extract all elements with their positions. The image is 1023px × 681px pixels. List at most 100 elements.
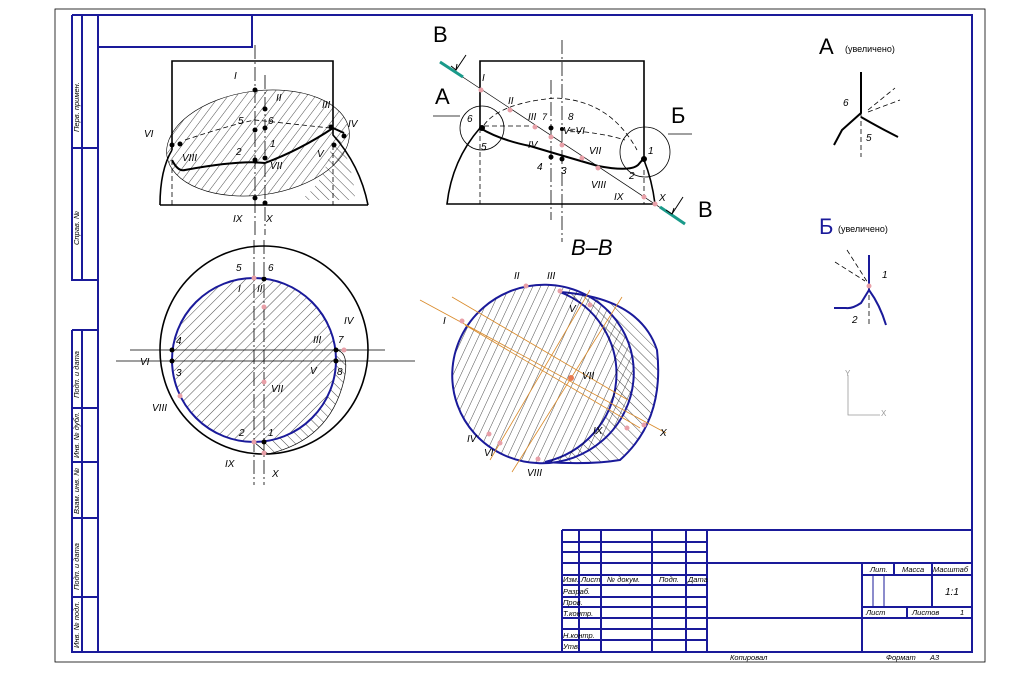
strip-label: Подп. и дата	[72, 543, 81, 590]
point-label: X	[659, 428, 667, 439]
format-label: Формат	[886, 653, 916, 662]
top-view: 5 6 I II IV III 7 VI 3 V 8 VII VIII 2 1 …	[116, 240, 415, 485]
strip-label: Инв. № дубл.	[72, 412, 81, 458]
role-checker: Пров.	[563, 598, 583, 607]
front-view: I II III IV VI VIII 5 6 2 1 V VII IX X	[144, 45, 369, 235]
role-norm-control: Н.контр.	[563, 631, 595, 640]
strip-label: Инв. № подл.	[72, 601, 81, 648]
point-label: 2	[238, 428, 245, 439]
copied-label: Копировал	[730, 653, 768, 662]
point-label: VIII	[182, 153, 197, 164]
point-label: II	[514, 271, 520, 282]
role-tech-control: Т.контр.	[563, 609, 593, 618]
mass-label: Масса	[902, 565, 924, 574]
cut-letter-end: В	[698, 197, 713, 222]
point-label: V	[310, 366, 318, 377]
point-label: VIII	[591, 180, 606, 191]
axis-lines	[254, 45, 266, 235]
point-label: 6	[268, 263, 274, 274]
strip-label: Перв. примен.	[72, 82, 81, 132]
point-label: 5	[236, 263, 242, 274]
true-shape-ellipse	[451, 283, 635, 465]
point-label: VI	[484, 448, 494, 459]
section-outline	[446, 60, 656, 205]
sheets-value: 1	[960, 608, 964, 617]
point-label: IX	[225, 459, 235, 470]
point-label: 7	[338, 335, 344, 346]
point-label: I	[482, 73, 485, 84]
header-list: Лист	[580, 575, 600, 584]
point-label: IX	[593, 426, 603, 437]
detail-b-letter: Б	[819, 214, 833, 239]
role-approved: Утв.	[562, 642, 580, 651]
point-label: X	[658, 193, 666, 204]
true-shape-view: II III I V VII IV VI VIII IX X	[419, 271, 667, 479]
point-label: III	[547, 271, 556, 282]
point-label: VIII	[152, 403, 167, 414]
section-title: В–В	[571, 235, 613, 260]
point-label: IX	[614, 192, 624, 203]
intersection-curve	[171, 126, 345, 172]
point-label: VI	[140, 357, 150, 368]
title-block: Изм. Лист № докум. Подп. Дата Разраб. Пр…	[561, 529, 972, 662]
point-label: 1	[270, 139, 276, 150]
point-label: 1	[268, 428, 274, 439]
section-intersection-curve	[479, 127, 645, 170]
point-label: VII	[589, 146, 601, 157]
point-label: VII	[270, 161, 282, 172]
point-label: VII	[271, 384, 283, 395]
point-label: V	[317, 149, 325, 160]
detail-a: А (увеличено) 6 5	[819, 34, 901, 157]
header-izm: Изм.	[563, 575, 579, 584]
point-label: I	[238, 284, 241, 295]
point-label: X	[271, 469, 279, 480]
point-label: V=VI	[563, 126, 585, 137]
detail-b: Б (увеличено) 1 2	[819, 214, 888, 326]
point-label: I	[443, 316, 446, 327]
strip-label: Справ. №	[72, 211, 81, 245]
point-label: III	[313, 335, 322, 346]
construction-lines	[419, 289, 667, 473]
point-label: IV	[467, 434, 478, 445]
point-label: IX	[233, 214, 243, 225]
cutting-plane-marks	[439, 60, 686, 226]
detail-a-letter: А	[819, 34, 834, 59]
header-date: Дата	[687, 575, 708, 584]
role-developer: Разраб.	[563, 587, 590, 596]
point-label: IV	[344, 316, 355, 327]
scale-label: Масштаб	[933, 565, 969, 574]
axis-x-label: X	[881, 409, 887, 418]
detail-b-circle	[619, 126, 671, 178]
detail-b-note: (увеличено)	[838, 224, 888, 234]
point-label: III	[322, 100, 331, 111]
point-label: 8	[568, 112, 574, 123]
point-label: 5	[866, 133, 872, 144]
sheet-trim-border	[54, 8, 986, 663]
point-label: 4	[537, 162, 543, 173]
detail-a-note: (увеличено)	[845, 44, 895, 54]
point-label: II	[276, 93, 282, 104]
point-label: VII	[582, 371, 594, 382]
cut-arrows	[450, 54, 684, 215]
detail-a-circle	[459, 105, 505, 151]
point-label: II	[257, 284, 263, 295]
point-label: 5	[238, 116, 244, 127]
section-view: В В А Б В–В I II III 7 8 6 5 IV V=VI VII…	[433, 22, 713, 260]
point-label: 2	[628, 171, 635, 182]
hidden-hatch	[300, 130, 355, 200]
coordinate-axis-icon: Y X	[845, 369, 887, 418]
point-label: 8	[337, 367, 343, 378]
point-label: II	[508, 96, 514, 107]
point-label: III	[528, 112, 537, 123]
sheets-label: Листов	[911, 608, 939, 617]
point-label: VI	[144, 129, 154, 140]
side-strip: Перв. примен. Справ. № Подп. и дата Инв.…	[71, 14, 98, 653]
point-label: 3	[561, 166, 567, 177]
point-label: 6	[467, 114, 473, 125]
point-label: 4	[176, 336, 182, 347]
axis-y-label: Y	[845, 369, 851, 378]
point-label: 1	[648, 146, 654, 157]
point-label: IV	[348, 119, 359, 130]
scale-value: 1:1	[945, 587, 959, 598]
